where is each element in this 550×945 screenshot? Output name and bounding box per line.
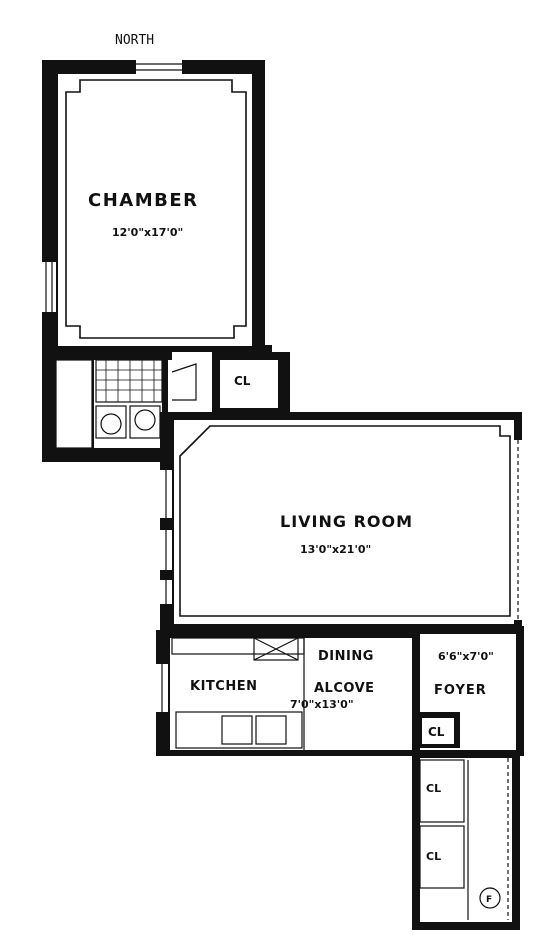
foyer-closet-label: CL [428, 725, 445, 739]
chamber-room: CHAMBER 12'0"x17'0" [42, 60, 272, 360]
chamber-closet: CL [212, 352, 290, 416]
dining-name-line1: DINING [318, 649, 374, 664]
living-room-dims: 13'0"x21'0" [300, 543, 371, 556]
entry-door-symbol [479, 887, 501, 909]
sink [134, 409, 156, 431]
chamber-closet-label: CL [234, 374, 251, 388]
living-room: LIVING ROOM 13'0"x21'0" [160, 412, 522, 636]
north-label: NORTH [115, 33, 154, 48]
kitchen-name: KITCHEN [190, 679, 257, 694]
kitchen-dining: KITCHEN DINING ALCOVE 7'0"x13'0" [156, 630, 418, 756]
foyer-dims: 6'6"x7'0" [438, 650, 494, 663]
toilet [100, 413, 122, 435]
foyer: 6'6"x7'0" FOYER CL [414, 626, 524, 756]
dining-dims: 7'0"x13'0" [290, 698, 354, 711]
hall-closet-1-label: CL [426, 782, 441, 795]
dining-name-line2: ALCOVE [314, 681, 375, 696]
chamber-dims: 12'0"x17'0" [112, 226, 183, 239]
bathroom [42, 350, 172, 462]
kitchen-sink-right [255, 715, 287, 745]
foyer-name: FOYER [434, 683, 487, 698]
entry-hall: CL CL F [412, 750, 520, 930]
chamber-name: CHAMBER [88, 190, 199, 211]
range-hood [253, 637, 299, 661]
hall-closet-2-label: CL [426, 850, 441, 863]
entry-door-label: F [486, 895, 492, 905]
kitchen-sink-left [221, 715, 253, 745]
bathtub [95, 359, 163, 403]
living-room-name: LIVING ROOM [280, 512, 413, 531]
